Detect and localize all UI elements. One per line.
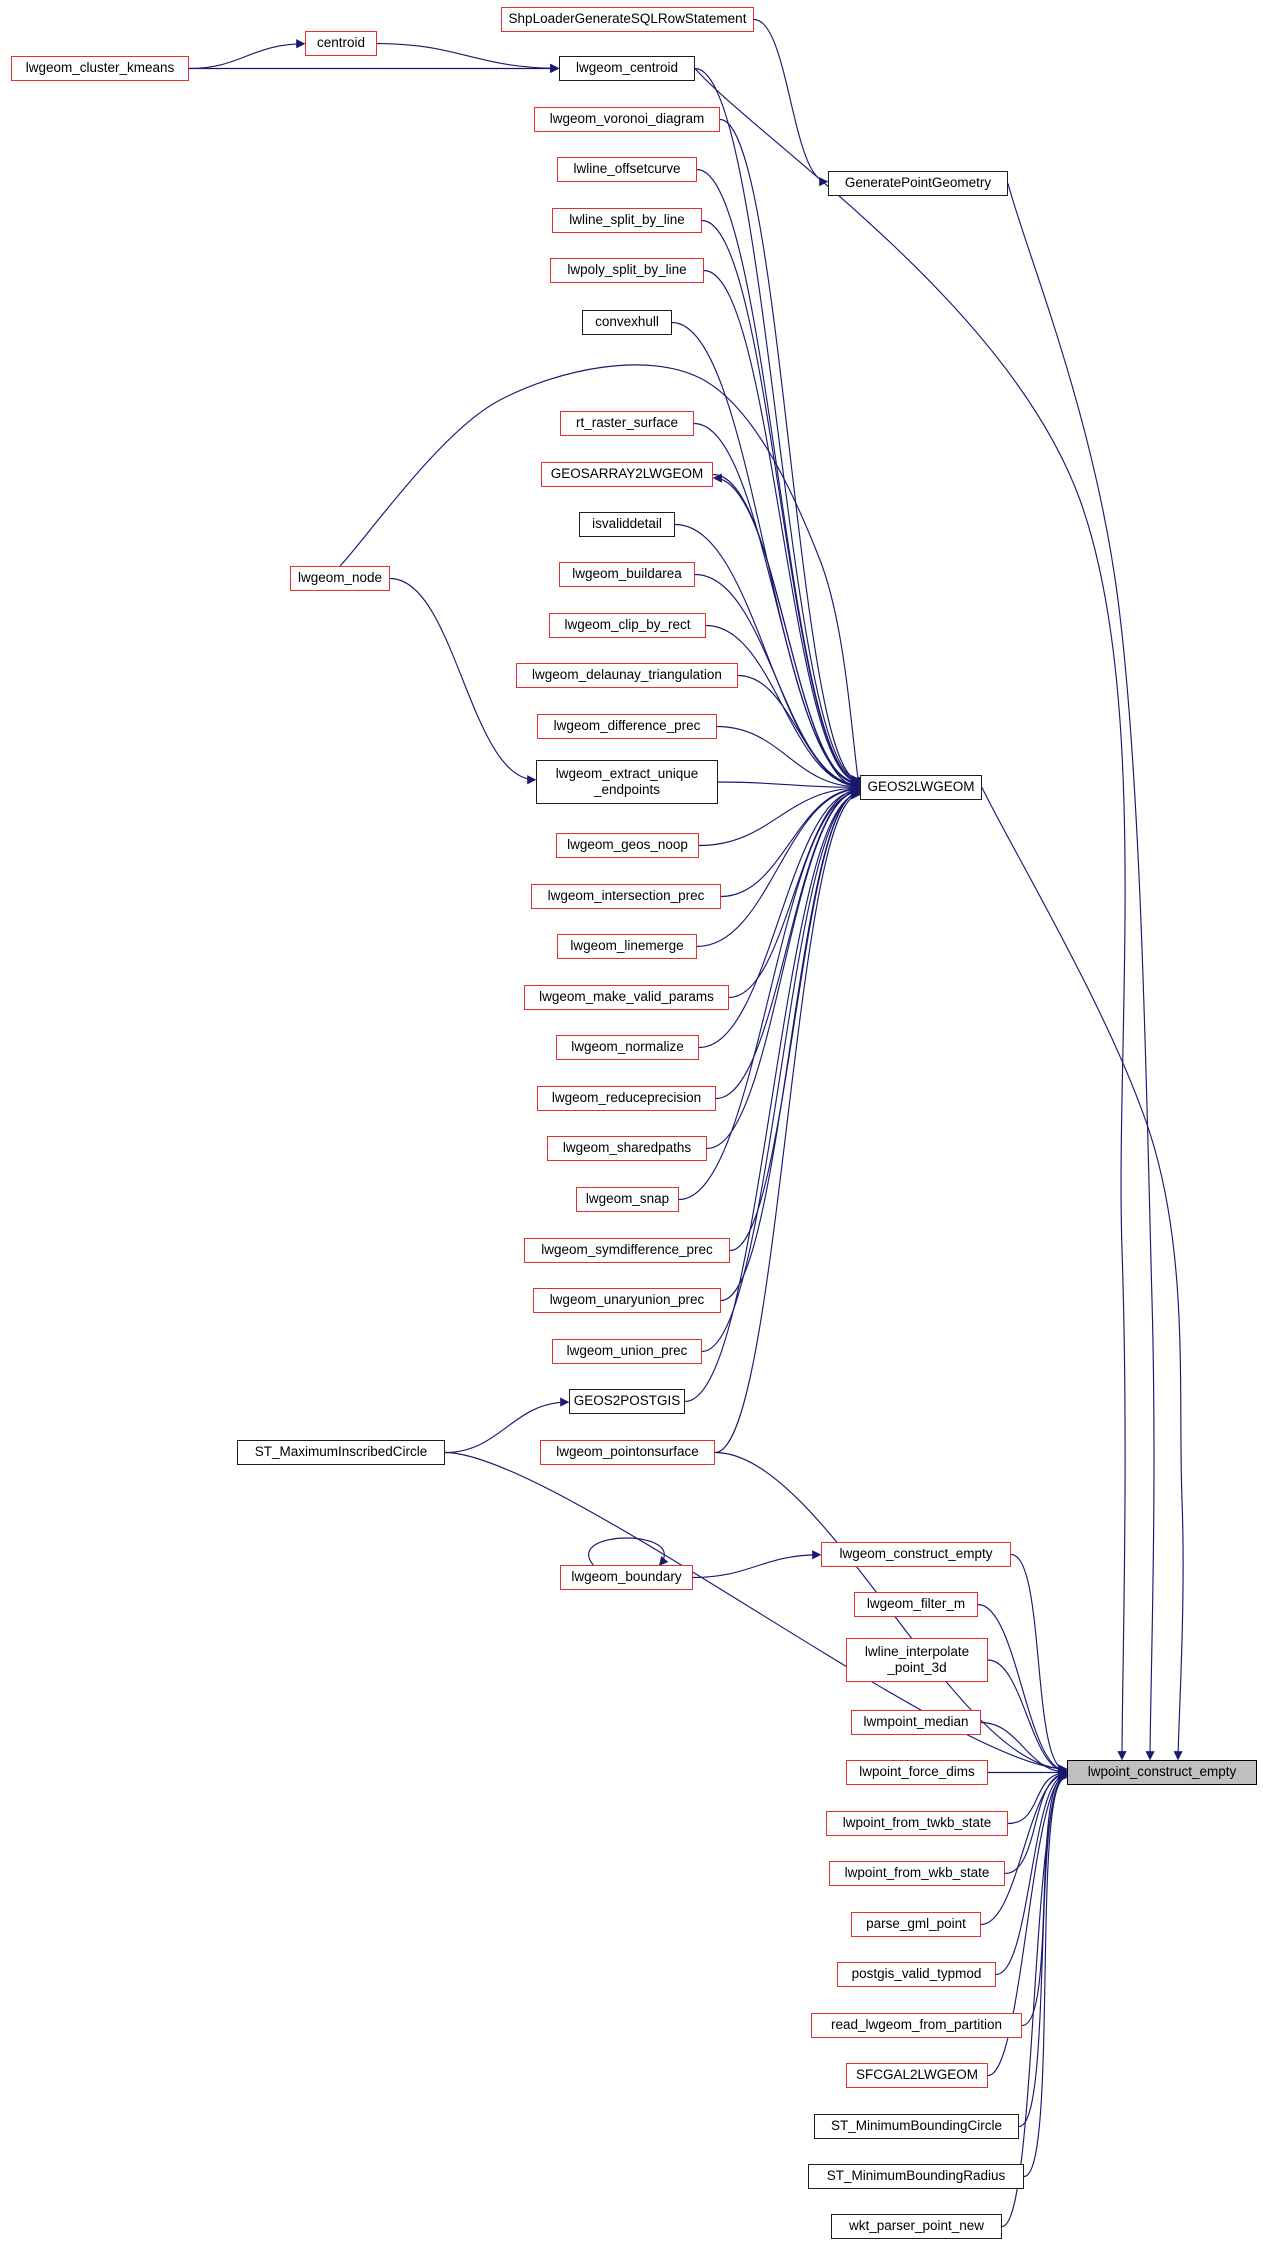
edge-lwgeom_node-to-lwgeom_extract_unique_endpoints	[389, 577, 537, 785]
node-lwgeom_pointonsurface[interactable]: lwgeom_pointonsurface	[540, 1440, 715, 1465]
node-lwline_interpolate_point_3d[interactable]: lwline_interpolate _point_3d	[846, 1638, 988, 1682]
edge-lwgeom_node-to-GEOS2LWGEOM	[339, 364, 863, 787]
node-GEOSARRAY2LWGEOM[interactable]: GEOSARRAY2LWGEOM	[541, 462, 713, 487]
node-lwgeom_delaunay_triangulation[interactable]: lwgeom_delaunay_triangulation	[516, 663, 738, 688]
edge-lwgeom_make_valid_params-to-GEOS2LWGEOM	[728, 785, 861, 999]
edge-lwgeom_geos_noop-to-GEOS2LWGEOM	[698, 783, 861, 847]
edge-lwgeom_voronoi_diagram-to-GEOS2LWGEOM	[719, 118, 861, 785]
node-lwpoint_force_dims[interactable]: lwpoint_force_dims	[846, 1760, 988, 1785]
node-lwgeom_snap[interactable]: lwgeom_snap	[576, 1187, 679, 1212]
edge-lwgeom_construct_empty-to-lwpoint_construct_empty	[1010, 1553, 1068, 1775]
edge-lwgeom_symdifference_prec-to-GEOS2LWGEOM	[729, 788, 861, 1252]
node-lwgeom_centroid[interactable]: lwgeom_centroid	[559, 56, 695, 81]
edge-lwgeom_unaryunion_prec-to-GEOS2LWGEOM	[720, 788, 861, 1302]
edge-lwgeom_extract_unique_endpoints-to-GEOS2LWGEOM	[717, 781, 861, 793]
edge-lwgeom_boundary-to-lwgeom_construct_empty	[692, 1550, 822, 1579]
node-GEOS2LWGEOM[interactable]: GEOS2LWGEOM	[860, 775, 982, 800]
edge-lwgeom_snap-to-GEOS2LWGEOM	[678, 787, 861, 1201]
edge-lwpoly_split_by_line-to-GEOS2LWGEOM	[703, 269, 861, 787]
node-lwgeom_filter_m[interactable]: lwgeom_filter_m	[854, 1592, 978, 1617]
node-centroid[interactable]: centroid	[305, 31, 377, 56]
edge-lwgeom_delaunay_triangulation-to-GEOS2LWGEOM	[737, 674, 861, 791]
edge-lwmpoint_median-to-lwpoint_construct_empty	[980, 1721, 1068, 1777]
edge-ST_MaximumInscribedCircle-to-GEOS2POSTGIS	[444, 1397, 570, 1454]
edge-postgis_valid_typmod-to-lwpoint_construct_empty	[995, 1770, 1068, 1976]
edge-lwgeom_centroid-to-GEOS2LWGEOM	[694, 67, 861, 785]
node-lwpoly_split_by_line[interactable]: lwpoly_split_by_line	[550, 258, 704, 283]
node-lwgeom_reduceprecision[interactable]: lwgeom_reduceprecision	[537, 1086, 716, 1111]
node-wkt_parser_point_new[interactable]: wkt_parser_point_new	[831, 2214, 1002, 2239]
node-lwgeom_normalize[interactable]: lwgeom_normalize	[556, 1035, 699, 1060]
edge-lwgeom_boundary-to-lwgeom_boundary	[588, 1537, 669, 1567]
edge-GeneratePointGeometry-to-lwpoint_construct_empty	[1007, 183, 1155, 1761]
node-lwgeom_clip_by_rect[interactable]: lwgeom_clip_by_rect	[549, 613, 706, 638]
node-parse_gml_point[interactable]: parse_gml_point	[851, 1912, 981, 1937]
node-lwgeom_buildarea[interactable]: lwgeom_buildarea	[559, 562, 695, 587]
node-isvaliddetail[interactable]: isvaliddetail	[579, 512, 675, 537]
node-lwgeom_geos_noop[interactable]: lwgeom_geos_noop	[556, 833, 699, 858]
node-lwline_split_by_line[interactable]: lwline_split_by_line	[552, 208, 702, 233]
node-lwpoint_construct_empty: lwpoint_construct_empty	[1067, 1760, 1257, 1785]
node-GeneratePointGeometry[interactable]: GeneratePointGeometry	[828, 171, 1008, 196]
edge-lwline_interpolate_point_3d-to-lwpoint_construct_empty	[987, 1659, 1068, 1776]
edge-isvaliddetail-to-GEOS2LWGEOM	[674, 523, 861, 790]
node-lwgeom_symdifference_prec[interactable]: lwgeom_symdifference_prec	[524, 1238, 730, 1263]
node-lwline_offsetcurve[interactable]: lwline_offsetcurve	[557, 157, 697, 182]
edge-ST_MinimumBoundingRadius-to-lwpoint_construct_empty	[1023, 1772, 1068, 2178]
node-lwgeom_construct_empty[interactable]: lwgeom_construct_empty	[821, 1542, 1011, 1567]
edge-parse_gml_point-to-lwpoint_construct_empty	[980, 1769, 1068, 1926]
node-ST_MinimumBoundingRadius[interactable]: ST_MinimumBoundingRadius	[808, 2164, 1024, 2189]
edge-GEOS2POSTGIS-to-GEOS2LWGEOM	[684, 789, 861, 1403]
node-lwgeom_linemerge[interactable]: lwgeom_linemerge	[557, 934, 697, 959]
node-lwgeom_make_valid_params[interactable]: lwgeom_make_valid_params	[524, 985, 729, 1010]
node-postgis_valid_typmod[interactable]: postgis_valid_typmod	[837, 1962, 996, 1987]
node-read_lwgeom_from_partition[interactable]: read_lwgeom_from_partition	[811, 2013, 1022, 2038]
node-lwgeom_unaryunion_prec[interactable]: lwgeom_unaryunion_prec	[533, 1288, 721, 1313]
node-lwpoint_from_wkb_state[interactable]: lwpoint_from_wkb_state	[829, 1861, 1005, 1886]
node-convexhull[interactable]: convexhull	[582, 310, 672, 335]
edge-lwgeom_union_prec-to-GEOS2LWGEOM	[701, 789, 861, 1353]
edge-lwgeom_pointonsurface-to-GEOS2LWGEOM	[714, 790, 861, 1454]
node-lwgeom_node[interactable]: lwgeom_node	[290, 566, 390, 591]
edge-ST_MaximumInscribedCircle-to-lwpoint_construct_empty	[444, 1451, 1068, 1774]
node-ST_MinimumBoundingCircle[interactable]: ST_MinimumBoundingCircle	[814, 2114, 1019, 2139]
edge-lwgeom_difference_prec-to-GEOS2LWGEOM	[716, 725, 861, 792]
edge-SFCGAL2LWGEOM-to-lwpoint_construct_empty	[987, 1771, 1068, 2077]
edge-lwgeom_buildarea-to-GEOS2LWGEOM	[694, 573, 861, 790]
edge-lwgeom_centroid-to-lwpoint_construct_empty	[694, 68, 1127, 1761]
edge-centroid-to-lwgeom_centroid	[376, 42, 560, 73]
edge-lwline_split_by_line-to-GEOS2LWGEOM	[701, 219, 861, 786]
node-lwgeom_boundary[interactable]: lwgeom_boundary	[560, 1565, 693, 1590]
edge-wkt_parser_point_new-to-lwpoint_construct_empty	[1001, 1773, 1068, 2228]
edge-lwgeom_reduceprecision-to-GEOS2LWGEOM	[715, 786, 861, 1100]
node-lwpoint_from_twkb_state[interactable]: lwpoint_from_twkb_state	[826, 1811, 1008, 1836]
edge-GEOS2LWGEOM-to-lwpoint_construct_empty	[981, 787, 1184, 1761]
node-lwgeom_union_prec[interactable]: lwgeom_union_prec	[552, 1339, 702, 1364]
node-lwgeom_voronoi_diagram[interactable]: lwgeom_voronoi_diagram	[534, 107, 720, 132]
node-lwgeom_difference_prec[interactable]: lwgeom_difference_prec	[537, 714, 717, 739]
edge-lwpoint_from_twkb_state-to-lwpoint_construct_empty	[1007, 1768, 1068, 1825]
node-lwmpoint_median[interactable]: lwmpoint_median	[851, 1710, 981, 1735]
node-SFCGAL2LWGEOM[interactable]: SFCGAL2LWGEOM	[846, 2063, 988, 2088]
node-ST_MaximumInscribedCircle[interactable]: ST_MaximumInscribedCircle	[237, 1440, 445, 1465]
node-lwgeom_cluster_kmeans[interactable]: lwgeom_cluster_kmeans	[11, 56, 189, 81]
edge-lwline_offsetcurve-to-GEOS2LWGEOM	[696, 168, 861, 786]
edge-lwgeom_linemerge-to-GEOS2LWGEOM	[696, 784, 861, 948]
node-ShpLoaderGenerateSQLRowStatement[interactable]: ShpLoaderGenerateSQLRowStatement	[501, 7, 754, 32]
edge-lwgeom_cluster_kmeans-to-centroid	[188, 39, 306, 70]
edge-lwgeom_normalize-to-GEOS2LWGEOM	[698, 785, 861, 1049]
node-lwgeom_intersection_prec[interactable]: lwgeom_intersection_prec	[531, 884, 721, 909]
node-lwgeom_extract_unique_endpoints[interactable]: lwgeom_extract_unique _endpoints	[536, 760, 718, 804]
edge-lwgeom_filter_m-to-lwpoint_construct_empty	[977, 1603, 1068, 1776]
node-GEOS2POSTGIS[interactable]: GEOS2POSTGIS	[569, 1389, 685, 1414]
edge-lwgeom_intersection_prec-to-GEOS2LWGEOM	[720, 784, 861, 898]
edge-GEOS2LWGEOM-to-GEOSARRAY2LWGEOM	[712, 473, 861, 789]
node-rt_raster_surface[interactable]: rt_raster_surface	[560, 411, 694, 436]
edge-ST_MinimumBoundingCircle-to-lwpoint_construct_empty	[1018, 1771, 1068, 2128]
edge-ShpLoaderGenerateSQLRowStatement-to-GeneratePointGeometry	[753, 18, 829, 187]
node-lwgeom_sharedpaths[interactable]: lwgeom_sharedpaths	[547, 1136, 707, 1161]
